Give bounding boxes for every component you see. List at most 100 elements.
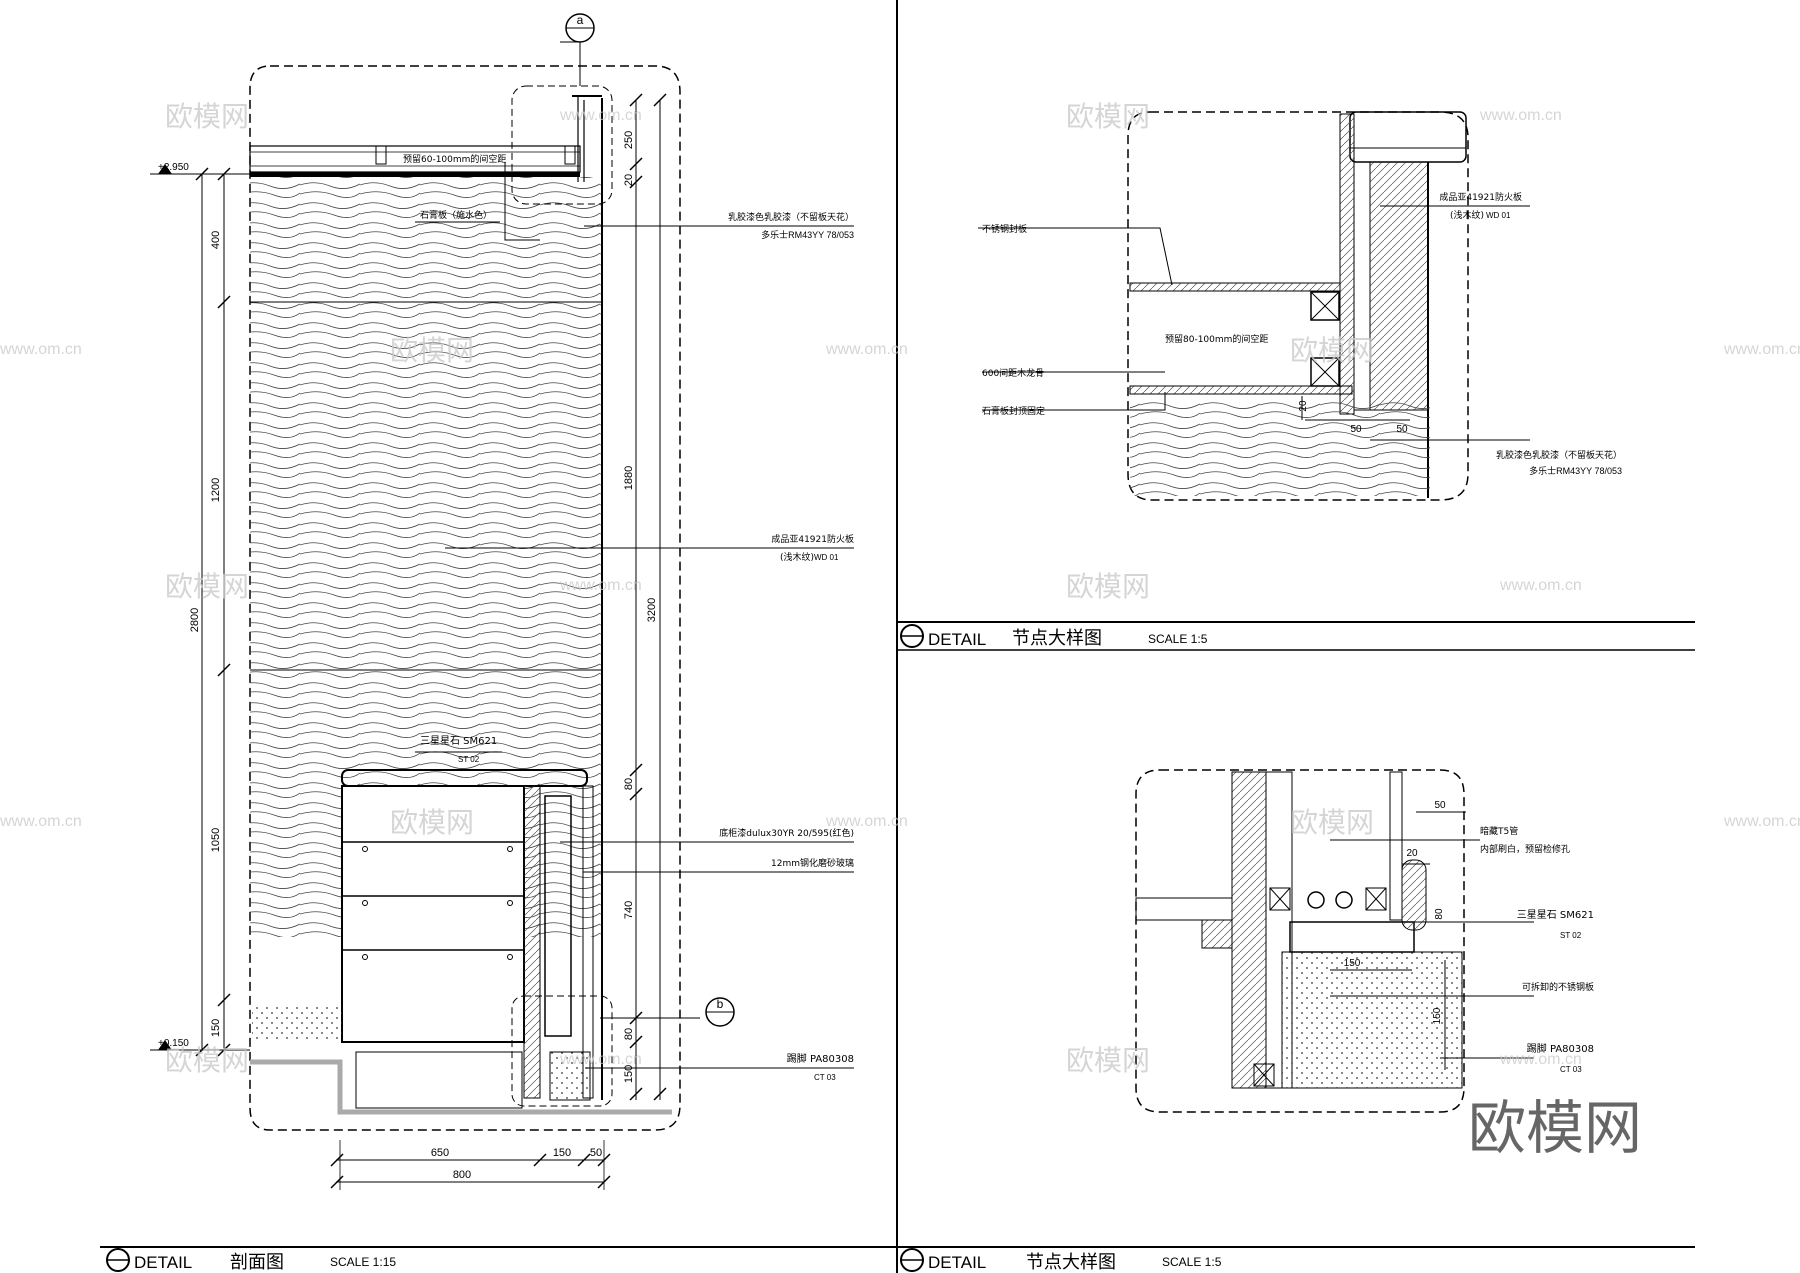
- stone-top: [1289, 921, 1415, 953]
- detail-a-labels: 不锈钢封板 预留80-100mm的间空距 600间距木龙骨 石膏板封顶固定 成品…: [982, 191, 1622, 476]
- watermark-url: www.om.cn: [1723, 813, 1800, 830]
- watermark-url: www.om.cn: [1479, 107, 1562, 124]
- label-b-steel: 可拆卸的不锈钢板: [1522, 981, 1594, 993]
- watermark-brand: 欧模网: [1066, 1044, 1150, 1077]
- cabinet-side-panel: [523, 785, 541, 1099]
- level-top: [150, 164, 250, 175]
- watermark-brand-large: 欧模网: [1468, 1094, 1642, 1162]
- dim-b-80: 80: [1434, 908, 1445, 920]
- section-labels: +2.950 +0.150 2800 400 1200 1050 150 320…: [158, 131, 854, 1181]
- label-a-panel-note: (浅木纹): [1450, 209, 1484, 221]
- label-a-gypsum: 石膏板封顶固定: [982, 405, 1045, 417]
- detail-a-view: [978, 111, 1530, 501]
- label-a-gap: 预留80-100mm的间空距: [1165, 333, 1268, 345]
- label-a-panel: 成品亚41921防火板: [1439, 191, 1522, 203]
- label-b-light: 暗藏T5管: [1480, 825, 1518, 837]
- level-top-label: +2.950: [158, 162, 189, 173]
- title-left-name: 剖面图: [230, 1252, 284, 1273]
- dim-left-150: 150: [210, 1019, 222, 1037]
- label-gypsum-bulk: 石膏板（施水色）: [420, 209, 492, 221]
- title-block-left: [106, 1248, 130, 1272]
- dim-b-150: 150: [1344, 958, 1361, 969]
- level-bottom: [150, 1040, 250, 1051]
- label-ceiling-gap: 预留60-100mm的间空距: [403, 153, 506, 165]
- label-a-keel: 600间距木龙骨: [982, 367, 1044, 379]
- watermark-url: www.om.cn: [559, 107, 642, 124]
- title-rt-mark: DETAIL: [928, 630, 986, 649]
- watermark-brand: 欧模网: [165, 570, 249, 603]
- watermark-brand: 欧模网: [390, 806, 474, 839]
- label-b-stone: 三星星石 SM621: [1517, 909, 1594, 921]
- dim-b-150v: 150: [1432, 1007, 1443, 1024]
- title-block-right-top: [900, 624, 924, 648]
- watermark-url: www.om.cn: [0, 341, 82, 358]
- label-a-panel-code: WD 01: [1486, 211, 1511, 220]
- watermarks: 欧模网 欧模网 www.om.cn 欧模网 www.om.cn www.om.c…: [0, 100, 1800, 1162]
- dim-bottom-150: 150: [553, 1147, 571, 1159]
- label-glass: 12mm钢化磨砂玻璃: [771, 857, 854, 869]
- label-tile-code: CT 03: [814, 1073, 836, 1082]
- dim-right-740: 740: [623, 901, 635, 919]
- dim-right-overall: 3200: [646, 598, 658, 622]
- label-panel-code: WD 01: [814, 553, 839, 562]
- section-view: [150, 41, 854, 1190]
- dim-b-20: 20: [1406, 848, 1418, 859]
- watermark-url: www.om.cn: [0, 813, 82, 830]
- dim-left-1200: 1200: [210, 478, 222, 502]
- label-paint: 乳胶漆色乳胶漆（不留板天花）: [728, 211, 854, 223]
- dim-right-80b: 80: [623, 1028, 635, 1040]
- watermark-brand: 欧模网: [390, 334, 474, 367]
- label-a-paint: 乳胶漆色乳胶漆（不留板天花）: [1496, 449, 1622, 461]
- wall-panel: [1339, 113, 1355, 415]
- detail-b-bubble-zone: [511, 995, 613, 1107]
- dim-a-50b: 50: [1396, 424, 1408, 435]
- concrete-base: [1281, 951, 1463, 1089]
- detail-b-labels: 暗藏T5管 内部刷白，预留检修孔 三星星石 SM621 ST 02 可拆卸的不锈…: [1344, 800, 1594, 1074]
- dim-left-1050: 1050: [210, 828, 222, 852]
- detail-b-view: [1135, 769, 1534, 1113]
- watermark-brand: 欧模网: [1066, 570, 1150, 603]
- sheet-frame: [100, 0, 1695, 1273]
- dim-right-20: 20: [623, 174, 635, 186]
- watermark-url: www.om.cn: [1723, 341, 1800, 358]
- callout-b: [705, 997, 735, 1027]
- dim-right-150: 150: [623, 1065, 635, 1083]
- callout-b-letter: b: [717, 997, 724, 1011]
- top-slab: [1349, 111, 1467, 163]
- watermark-brand: 欧模网: [165, 1044, 249, 1077]
- label-a-ceiling: 不锈钢封板: [982, 223, 1027, 235]
- label-panel: 成品亚41921防火板: [771, 533, 854, 545]
- label-b-light-note: 内部刷白，预留检修孔: [1480, 843, 1570, 855]
- callout-a: [565, 13, 595, 43]
- title-rb-name: 节点大样图: [1026, 1252, 1116, 1273]
- watermark-url: www.om.cn: [559, 577, 642, 594]
- label-b-tile-code: CT 03: [1560, 1065, 1582, 1074]
- dim-right-250: 250: [623, 131, 635, 149]
- lamp-2: [1335, 891, 1353, 909]
- dim-bottom-total: 800: [453, 1169, 471, 1181]
- detail-a-bubble-zone: [511, 85, 613, 205]
- section-dashed-outline: [249, 65, 681, 1131]
- label-tile: 踢脚 PA80308: [787, 1052, 854, 1065]
- glass-panel: [544, 795, 572, 1037]
- label-panel-note: (浅木纹): [780, 551, 814, 563]
- label-a-paint-code: 多乐士RM43YY 78/053: [1529, 465, 1622, 476]
- dim-bottom-650: 650: [431, 1147, 449, 1159]
- title-rt-name: 节点大样图: [1012, 628, 1102, 649]
- label-stone-code: ST 02: [458, 755, 480, 764]
- dim-right-80a: 80: [623, 778, 635, 790]
- dim-a-20: 20: [1298, 400, 1309, 412]
- dim-left-400: 400: [210, 231, 222, 249]
- title-left-scale: SCALE 1:15: [330, 1255, 396, 1269]
- title-left-mark: DETAIL: [134, 1253, 192, 1272]
- watermark-url: www.om.cn: [825, 341, 908, 358]
- watermark-brand: 欧模网: [1066, 100, 1150, 133]
- level-bottom-label: +0.150: [158, 1038, 189, 1049]
- watermark-url: www.om.cn: [1499, 577, 1582, 594]
- title-rt-scale: SCALE 1:5: [1148, 632, 1208, 646]
- label-b-tile: 踢脚 PA80308: [1527, 1042, 1594, 1055]
- title-rb-mark: DETAIL: [928, 1253, 986, 1272]
- watermark-url: www.om.cn: [559, 1051, 642, 1068]
- plinth: [252, 1006, 342, 1042]
- label-cabinet-paint: 底柜漆dulux30YR 20/595(红色): [719, 827, 854, 839]
